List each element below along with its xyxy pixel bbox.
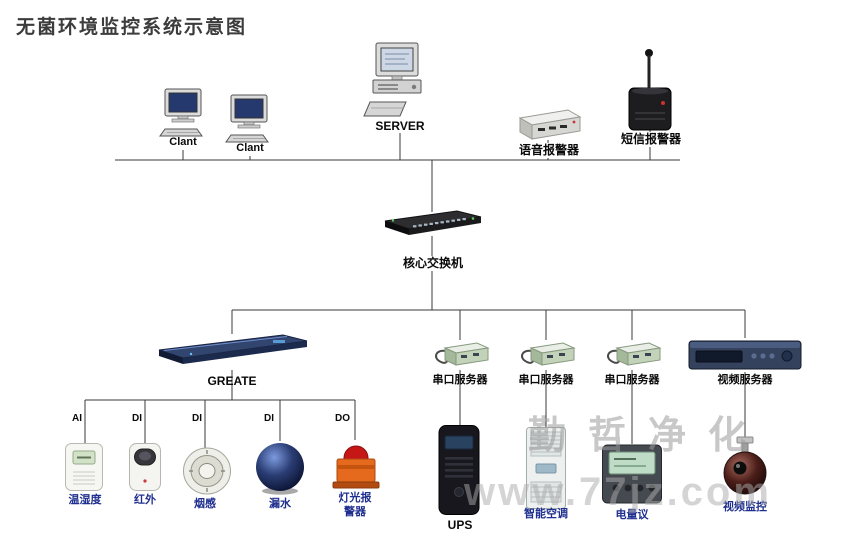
- power-meter-icon: [602, 444, 662, 504]
- serial-server3-label: 串口服务器: [604, 374, 660, 386]
- client2-computer-icon: [225, 94, 269, 143]
- port-ai-label: AI: [72, 413, 82, 424]
- video-server-icon: [688, 340, 802, 370]
- voice-alarm-icon: [518, 109, 582, 140]
- light-alarm-icon: [332, 445, 380, 489]
- port-di2-label: DI: [192, 413, 202, 424]
- greate-controller-icon: [158, 334, 308, 364]
- water-leak-sensor-icon: [256, 443, 304, 495]
- temp-humidity-sensor-icon: [65, 443, 103, 491]
- greate-label: GREATE: [207, 374, 257, 388]
- port-di1-label: DI: [132, 413, 142, 424]
- power-meter-label: 电量议: [615, 509, 649, 521]
- diagram-title: 无菌环境监控系统示意图: [16, 17, 248, 38]
- smart-ac-icon: [526, 427, 566, 509]
- video-camera-icon: [723, 436, 767, 495]
- smoke-detector-icon: [183, 447, 231, 495]
- ups-icon: [438, 425, 480, 515]
- video-monitor-label: 视频监控: [723, 501, 767, 513]
- serial-server3-icon: [607, 342, 662, 366]
- smoke-label: 烟感: [194, 498, 216, 510]
- temp-humidity-label: 温湿度: [68, 494, 102, 506]
- port-di3-label: DI: [264, 413, 274, 424]
- ups-label: UPS: [447, 518, 473, 532]
- serial-server2-icon: [521, 342, 576, 366]
- infrared-label: 红外: [134, 494, 156, 506]
- core-switch-icon: [384, 210, 482, 235]
- light-alarm-label: 灯光报警器: [338, 492, 372, 518]
- client1-label: Clant: [169, 136, 197, 148]
- server-label: SERVER: [375, 119, 425, 133]
- serial-server1-label: 串口服务器: [432, 374, 488, 386]
- core-switch-label: 核心交换机: [394, 256, 472, 271]
- infrared-sensor-icon: [129, 443, 161, 491]
- video-server-label: 视频服务器: [717, 374, 773, 386]
- water-leak-label: 漏水: [269, 498, 291, 510]
- port-do-label: DO: [335, 413, 350, 424]
- sms-alarm-label: 短信报警器: [614, 132, 688, 147]
- serial-server1-icon: [435, 342, 490, 366]
- client2-label: Clant: [236, 142, 264, 154]
- voice-alarm-label: 语音报警器: [512, 143, 586, 158]
- sms-alarm-icon: [628, 49, 672, 131]
- serial-server2-label: 串口服务器: [518, 374, 574, 386]
- server-computer-icon: [363, 42, 422, 117]
- smart-ac-label: 智能空调: [524, 508, 568, 520]
- client1-computer-icon: [159, 88, 203, 137]
